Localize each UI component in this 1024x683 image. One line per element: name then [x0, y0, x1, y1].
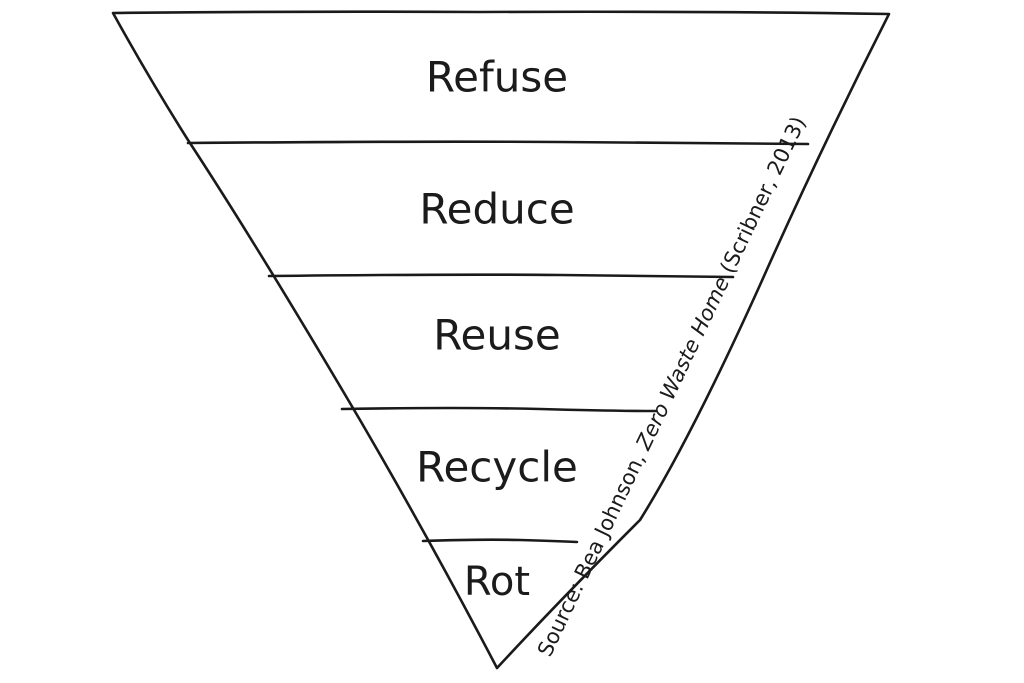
tier-label-reuse: Reuse: [433, 311, 560, 360]
divider-4: [421, 538, 579, 544]
triangle-outline: [111, 10, 891, 670]
divider-1: [186, 140, 810, 146]
tier-label-reduce: Reduce: [419, 185, 574, 234]
tier-label-rot: Rot: [464, 559, 530, 605]
tier-label-recycle: Recycle: [416, 443, 578, 492]
tier-label-refuse: Refuse: [426, 53, 568, 102]
divider-2: [267, 273, 735, 279]
divider-3: [340, 406, 658, 413]
source-book-title: Zero Waste Home: [631, 273, 734, 455]
source-suffix: (Scribner, 2013): [713, 113, 811, 283]
